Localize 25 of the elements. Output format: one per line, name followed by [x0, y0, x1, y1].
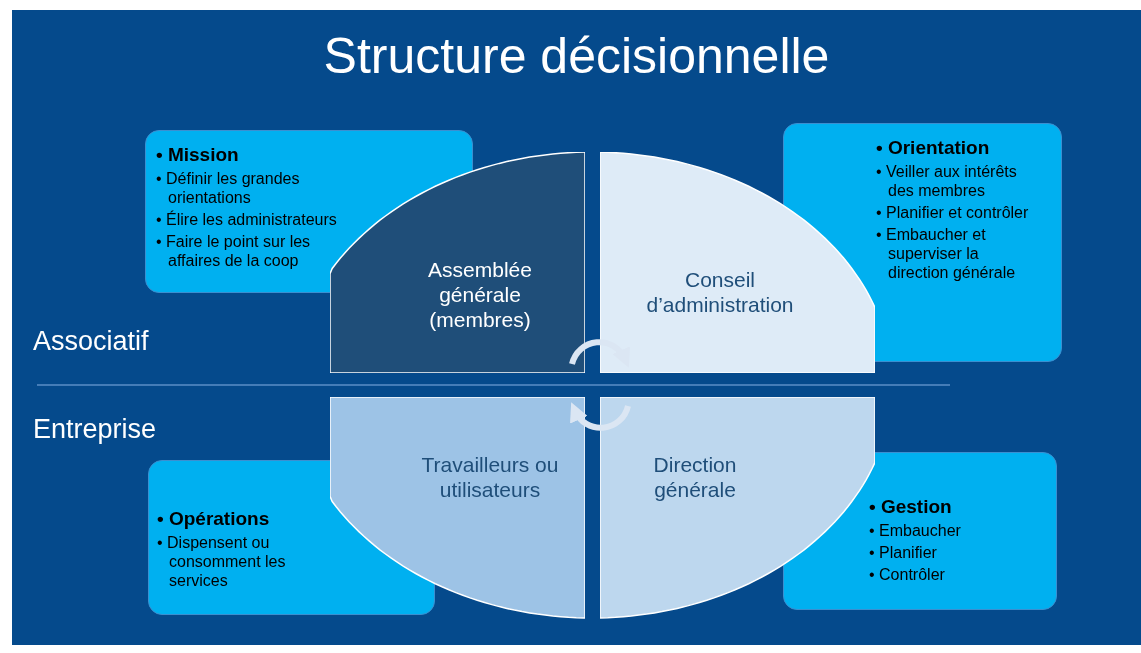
bullet-item: • Embaucher et superviser la direction générale	[876, 225, 1017, 282]
quadrant-label: Direction générale	[652, 452, 738, 502]
bullet-item: • Contrôler	[869, 565, 946, 584]
quadrant-shape	[600, 397, 875, 620]
cycle-arrow	[570, 402, 631, 431]
bullet-heading: • Opérations	[157, 507, 271, 531]
bullet-heading: • Gestion	[869, 495, 953, 519]
section-label: Entreprise	[33, 413, 157, 445]
bullet-item: • Élire les administrateurs	[156, 210, 338, 229]
bullet-item: • Définir les grandes orientations	[156, 169, 301, 207]
title: Structure décisionnelle	[322, 28, 831, 84]
bullet-item: • Planifier et contrôler	[876, 203, 1030, 222]
section-label: Associatif	[33, 325, 149, 357]
bullet-item: • Faire le point sur les affaires de la coop	[156, 232, 312, 270]
quadrant-shape	[330, 397, 585, 620]
bullet-heading: • Mission	[156, 143, 240, 167]
bullet-heading: • Orientation	[876, 136, 991, 160]
quadrant-shape	[600, 152, 875, 373]
quadrant-label: Travailleurs ou utilisateurs	[420, 452, 560, 502]
bullet-item: • Veiller aux intérêts des membres	[876, 162, 1018, 200]
quadrant-label: Assemblée générale (membres)	[427, 257, 533, 332]
bullet-item: • Dispensent ou consomment les services	[157, 533, 287, 590]
bullet-item: • Embaucher	[869, 521, 962, 540]
quadrant-label: Conseil d’administration	[645, 267, 795, 317]
bullet-item: • Planifier	[869, 543, 938, 562]
